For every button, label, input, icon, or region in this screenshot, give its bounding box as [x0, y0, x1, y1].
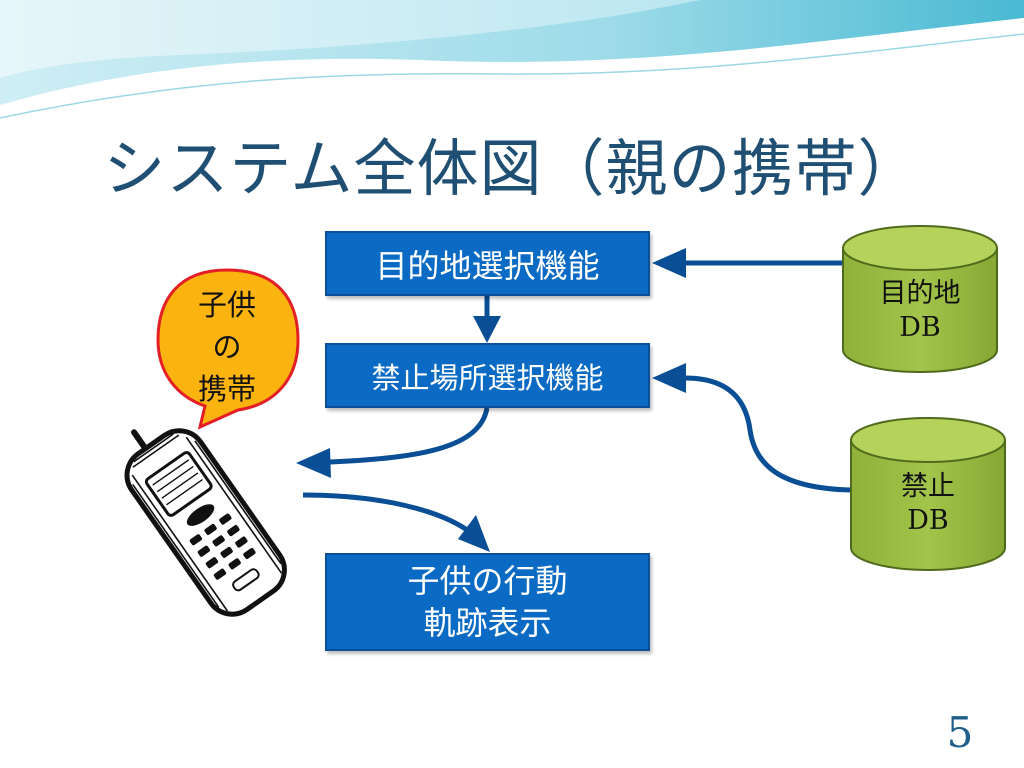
forbidden-select-box: 禁止場所選択機能	[325, 343, 650, 408]
forbidden-select-label: 禁止場所選択機能	[371, 360, 604, 395]
header-wave	[0, 0, 1024, 119]
arrow-phone-to-trajectory	[302, 492, 490, 552]
trajectory-label-line1: 子供の行動	[407, 562, 568, 600]
bubble-line2: の	[212, 330, 242, 364]
child-phone-bubble	[156, 268, 300, 430]
destination-select-box: 目的地選択機能	[325, 231, 650, 296]
forbidden-db-label: 禁止 DB	[851, 470, 1005, 538]
arrow-forbiddendb-to-forbiddenselect	[652, 363, 851, 493]
forbidden-db-label-line1: 禁止	[901, 471, 955, 502]
forbidden-db-label-line2: DB	[907, 505, 949, 536]
destination-db-cylinder	[842, 225, 998, 373]
destination-select-label: 目的地選択機能	[375, 246, 600, 285]
forbidden-db-cylinder	[850, 417, 1006, 571]
destination-db-label-line2: DB	[899, 312, 941, 343]
bubble-line3: 携帯	[197, 372, 256, 406]
arrow-destdb-to-destselect	[652, 248, 845, 278]
bubble-line1: 子供	[197, 288, 256, 322]
bubble-text: 子供 の 携帯	[162, 284, 292, 410]
page-number: 5	[946, 708, 974, 757]
mobile-phone-icon	[124, 428, 287, 617]
destination-db-label: 目的地 DB	[843, 277, 997, 345]
destination-db-label-line1: 目的地	[879, 278, 961, 309]
arrow-forbiddenselect-to-phone	[296, 407, 490, 478]
slide-title: システム全体図（親の携帯）	[103, 132, 921, 205]
arrow-destselect-to-forbiddenselect	[473, 296, 501, 343]
trajectory-label-line2: 軌跡表示	[423, 604, 552, 642]
trajectory-display-box: 子供の行動 軌跡表示	[325, 553, 650, 651]
